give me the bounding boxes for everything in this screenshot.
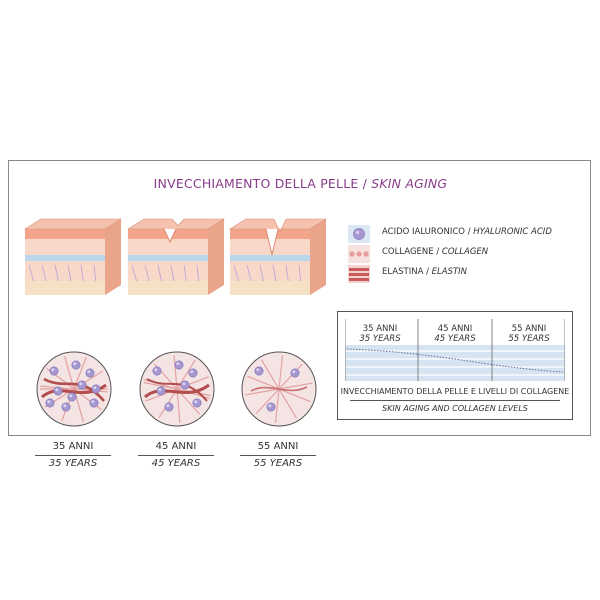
wrinkle-groove [266,229,278,255]
panel-column-35: 35 ANNI 35 YEARS [359,324,401,344]
skin-side-face [310,219,326,295]
basal-layer [25,255,105,261]
panel-caption-en: SKIN AGING AND COLLAGEN LEVELS [382,404,528,413]
collagen-icon [348,245,370,263]
stage-45: 45 ANNI 45 YEARS [126,215,226,475]
skin-surface [23,218,123,230]
stage-divider [138,455,214,456]
skin-block-45 [126,218,226,295]
skin-detail-circle-55 [241,351,317,427]
panel-column-45: 45 ANNI 45 YEARS [434,324,476,344]
basal-layer [128,255,208,261]
skin-detail-circle-45 [139,351,215,427]
wrinkle-groove [164,229,176,242]
legend-item-elastin: ELASTINA / ELASTIN [348,265,578,283]
stage-age-it: 45 ANNI [155,441,197,452]
stage-age-it: 55 ANNI [257,441,299,452]
stage-35: 35 ANNI 35 YEARS [23,215,123,475]
stage-55: 55 ANNI 55 YEARS [228,215,328,475]
stage-age-en: 45 YEARS [151,458,201,469]
skin-side-face [208,219,224,295]
stage-age-it: 35 ANNI [52,441,94,452]
stage-age-en: 55 YEARS [253,458,303,469]
panel-caption-it: INVECCHIAMENTO DELLA PELLE E LIVELLI DI … [340,387,570,396]
basal-layer [230,255,310,261]
stage-divider [35,455,111,456]
diagram-title: INVECCHIAMENTO DELLA PELLE / SKIN AGING [153,176,448,191]
hyaluronic-acid-icon [348,225,370,243]
fat-layer [230,281,310,295]
legend-item-hyaluronic-acid: ACIDO IALURONICO / HYALURONIC ACID [348,225,578,243]
skin-aging-diagram: INVECCHIAMENTO DELLA PELLE / SKIN AGING … [8,160,591,469]
collagen-graph [345,319,565,381]
skin-detail-circle-35 [36,351,112,427]
stage-divider [240,455,316,456]
skin-block-55 [228,218,328,295]
fat-layer [25,281,105,295]
skin-side-face [105,219,121,295]
fat-layer [128,281,208,295]
epidermis-layer [25,229,105,239]
wrinkle-edge [265,228,279,256]
collagen-levels-panel: 35 ANNI 35 YEARS 45 ANNI 45 YEARS 55 ANN… [337,311,573,420]
elastin-icon [348,265,370,283]
panel-divider [350,400,560,401]
stage-age-en: 35 YEARS [48,458,98,469]
skin-block-35 [23,218,123,295]
panel-column-55: 55 ANNI 55 YEARS [508,324,550,344]
legend-item-collagen: COLLAGENE / COLLAGEN [348,245,578,263]
collagen-curve [346,348,564,373]
wrinkle-edge [163,228,177,244]
